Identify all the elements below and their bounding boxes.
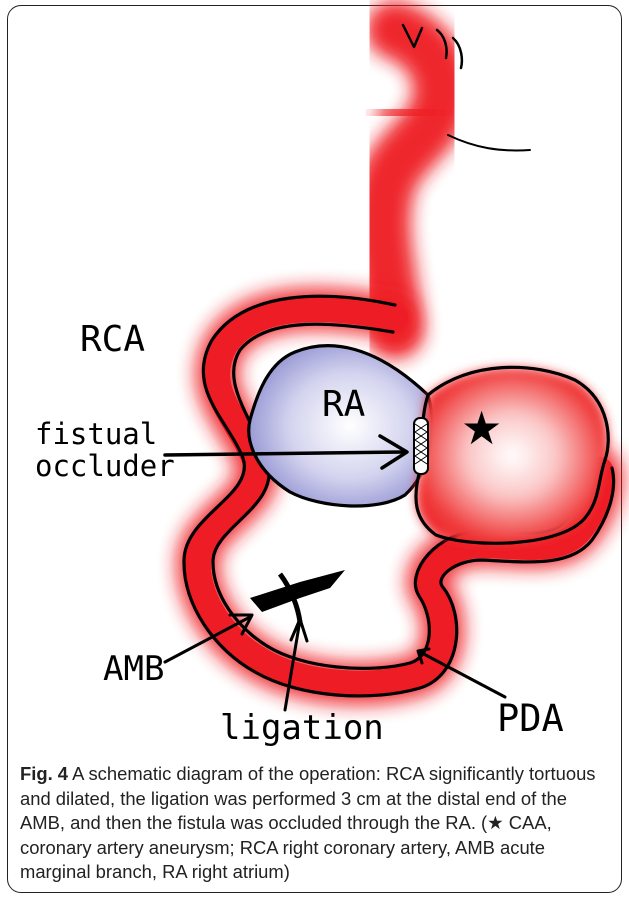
caption-figure-number: Fig. 4: [20, 763, 68, 784]
fistula-occluder-device: [414, 418, 428, 474]
right-atrium: [249, 346, 432, 506]
amb-label: AMB: [103, 652, 164, 686]
caption-text: A schematic diagram of the operation: RC…: [20, 763, 596, 882]
rca-label: RCA: [80, 322, 145, 358]
aneurysm: [416, 367, 608, 543]
figure-caption: Fig. 4 A schematic diagram of the operat…: [20, 762, 605, 885]
aneurysm-star: ★: [461, 405, 502, 451]
ra-label: RA: [322, 387, 365, 423]
ligation-label: ligation: [220, 711, 384, 745]
aorta-vessel: [378, 25, 530, 330]
fistula-occluder-label-line1: fistual: [35, 420, 157, 449]
fistula-occluder-label-line2: occluder: [35, 452, 175, 481]
pda-label: PDA: [497, 700, 564, 737]
